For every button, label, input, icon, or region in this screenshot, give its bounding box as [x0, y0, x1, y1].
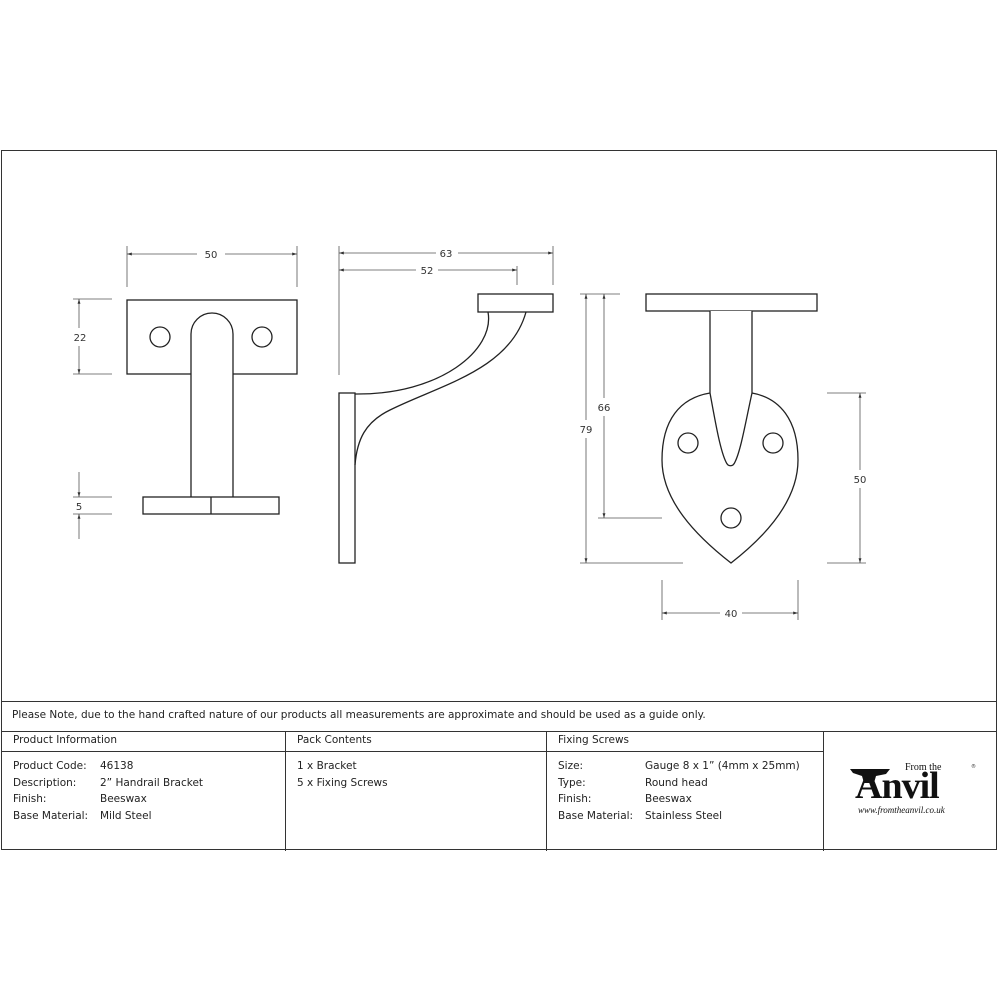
pack-contents-list: 1 x Bracket 5 x Fixing Screws [297, 758, 388, 791]
registered-mark: ® [971, 764, 976, 770]
logo-from-the: From the [905, 762, 942, 773]
end-view [645, 293, 818, 564]
label: Description: [13, 776, 77, 789]
value: 46138 [100, 760, 134, 772]
divider-note [1, 701, 997, 702]
value: Beeswax [100, 793, 147, 805]
value: Mild Steel [100, 809, 152, 822]
type-row: Type: Round head [558, 775, 800, 792]
label: Finish: [13, 793, 47, 805]
product-information-heading: Product Information [13, 734, 117, 746]
dim-end-inner-height: 66 [598, 403, 611, 414]
from-the-anvil-logo: From the Anvil ® www.fromtheanvil.co.uk [850, 762, 980, 822]
divider-col-1 [285, 731, 286, 851]
drawing-frame [1, 150, 997, 850]
dim-side-overall: 63 [440, 249, 453, 260]
size-row: Size: Gauge 8 x 1” (4mm x 25mm) [558, 758, 800, 775]
side-view-dimensions [338, 246, 554, 375]
value: Stainless Steel [645, 809, 723, 822]
product-information-table: Product Code: 46138 Description: 2” Handra… [13, 758, 203, 824]
divider-col-3 [823, 731, 824, 851]
front-view [126, 299, 298, 515]
end-view-dimensions [580, 293, 866, 620]
pack-item: 1 x Bracket [297, 760, 357, 772]
fixing-screws-heading: Fixing Screws [558, 734, 630, 746]
fixing-screws-table: Size: Gauge 8 x 1” (4mm x 25mm) Type: Roun… [558, 758, 800, 824]
dim-front-width: 50 [205, 250, 218, 261]
logo-brand: Anvil [855, 765, 940, 807]
dim-side-inner: 52 [421, 266, 434, 277]
divider-header-bottom [1, 751, 823, 752]
label: Type: [558, 776, 586, 789]
pack-contents-heading: Pack Contents [297, 734, 372, 746]
divider-header-top [1, 731, 823, 732]
dim-end-overall-height: 79 [580, 425, 593, 436]
divider-logo-top [823, 731, 997, 732]
value: Beeswax [645, 793, 692, 805]
label: Product Code: [13, 760, 87, 772]
pack-item: 5 x Fixing Screws [297, 776, 388, 789]
dim-end-plate-width: 40 [725, 609, 738, 620]
value: Round head [645, 776, 708, 789]
dim-front-base-thickness: 5 [76, 502, 82, 513]
label: Size: [558, 760, 584, 772]
side-view [338, 293, 554, 564]
product-code-row: Product Code: 46138 [13, 758, 203, 775]
anvil-icon [850, 769, 890, 783]
description-row: Description: 2” Handrail Bracket [13, 775, 203, 792]
label: Base Material: [558, 809, 634, 822]
label: Base Material: [13, 809, 89, 822]
front-view-dimensions [73, 246, 298, 539]
label: Finish: [558, 793, 592, 805]
value: Gauge 8 x 1” (4mm x 25mm) [645, 760, 800, 772]
dim-end-plate-height: 50 [854, 475, 867, 486]
finish-row: Finish: Beeswax [558, 791, 800, 808]
dim-front-plate-height: 22 [74, 333, 87, 344]
measurement-note: Please Note, due to the hand crafted nat… [12, 709, 706, 721]
base-material-row: Base Material: Stainless Steel [558, 808, 800, 825]
divider-col-2 [546, 731, 547, 851]
base-material-row: Base Material: Mild Steel [13, 808, 203, 825]
logo-url: www.fromtheanvil.co.uk [858, 805, 945, 815]
finish-row: Finish: Beeswax [13, 791, 203, 808]
value: 2” Handrail Bracket [100, 776, 204, 789]
